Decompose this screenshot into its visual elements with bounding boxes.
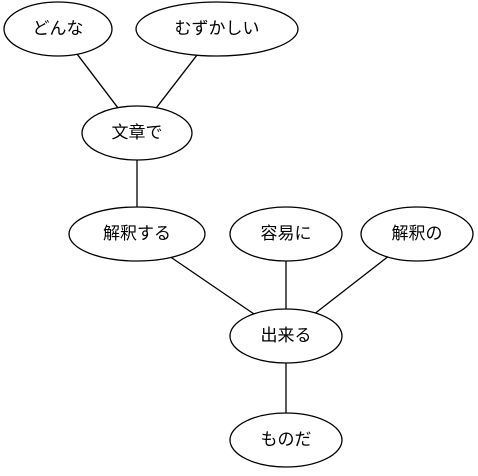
node-ellipse-bunshoude [81, 105, 193, 161]
node-label-youini: 容易に [261, 224, 312, 244]
node-kaishakusuru: 解釈する [68, 206, 206, 262]
node-muzukashii: むずかしい [135, 1, 299, 57]
node-ellipse-kaishakuno [360, 206, 474, 262]
node-ellipse-donna [3, 1, 113, 57]
node-label-kaishakusuru: 解釈する [103, 224, 171, 244]
node-dekiru: 出来る [229, 308, 343, 364]
node-donna: どんな [3, 1, 113, 57]
edge-kaishakuno-dekiru [315, 256, 388, 314]
node-ellipse-youini [229, 206, 343, 262]
node-youini: 容易に [229, 206, 343, 262]
node-kaishakuno: 解釈の [360, 206, 474, 262]
node-label-dekiru: 出来る [261, 326, 312, 346]
edge-layer [76, 53, 388, 413]
node-label-monoda: ものだ [261, 430, 312, 450]
node-ellipse-dekiru [229, 308, 343, 364]
edge-donna-bunshoude [76, 53, 119, 109]
node-ellipse-kaishakusuru [68, 206, 206, 262]
node-label-donna: どんな [33, 19, 84, 39]
edge-kaishakusuru-dekiru [170, 256, 255, 315]
edge-muzukashii-bunshoude [155, 54, 198, 109]
node-ellipse-monoda [229, 412, 343, 468]
node-label-kaishakuno: 解釈の [392, 224, 443, 244]
node-label-muzukashii: むずかしい [175, 19, 260, 39]
node-label-bunshoude: 文章で [112, 123, 163, 143]
node-bunshoude: 文章で [81, 105, 193, 161]
node-ellipse-muzukashii [135, 1, 299, 57]
node-monoda: ものだ [229, 412, 343, 468]
